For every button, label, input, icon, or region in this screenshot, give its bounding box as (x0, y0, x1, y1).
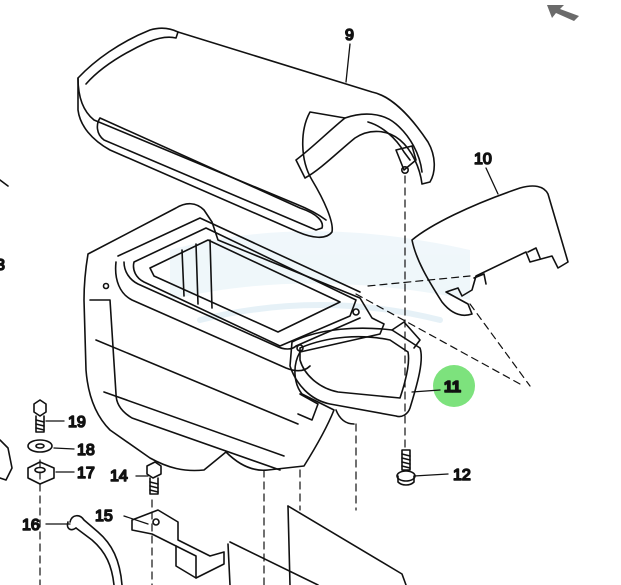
leader-lines (45, 43, 499, 525)
callout-19[interactable]: 19 (67, 413, 86, 432)
part-9-lid (77, 27, 436, 239)
part-10-panel (411, 185, 569, 317)
part-16-hook (66, 514, 123, 585)
assembly-guide-lines (39, 175, 531, 585)
part-14-screw (146, 461, 162, 495)
callout-16[interactable]: 16 (21, 516, 40, 535)
callout-17[interactable]: 17 (76, 464, 95, 483)
part-11-tray (289, 321, 423, 418)
back-arrow-icon[interactable] (547, 5, 579, 21)
seat-base-body (83, 202, 385, 472)
callout-12[interactable]: 12 (452, 466, 471, 485)
callout-3[interactable]: 3 (0, 256, 6, 275)
part-15-bracket (131, 509, 225, 579)
callout-18[interactable]: 18 (76, 441, 95, 460)
part-18-washer (27, 439, 53, 453)
callout-14[interactable]: 14 (109, 467, 128, 486)
watermark (170, 231, 470, 323)
callout-11[interactable]: 11 (443, 378, 462, 397)
bottom-panels (227, 505, 407, 585)
part-17-nut (27, 461, 55, 485)
part-19-bolt (33, 399, 47, 433)
partial-left-part (0, 179, 13, 481)
callout-15[interactable]: 15 (94, 507, 113, 526)
callout-10[interactable]: 10 (473, 150, 492, 169)
callout-9[interactable]: 9 (344, 26, 355, 45)
callout-11-highlight[interactable] (433, 365, 475, 407)
part-12-bolt (396, 449, 416, 486)
